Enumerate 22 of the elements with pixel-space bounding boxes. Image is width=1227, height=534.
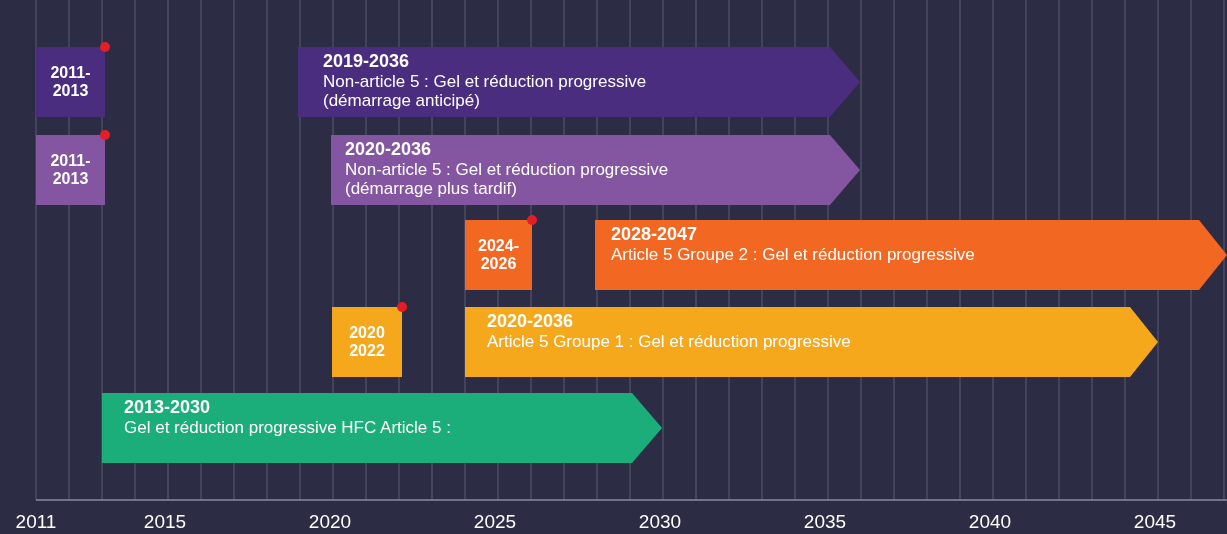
axis-year-label: 2020 <box>308 511 352 533</box>
period-heading: 2020-2036 <box>487 311 574 331</box>
period-heading: 2020-2036 <box>345 139 432 159</box>
period-heading: 2028-2047 <box>611 224 698 244</box>
period-years: 2020 2022 <box>348 324 386 360</box>
axis-year-label: 2011 <box>15 511 57 533</box>
period-heading: 2019-2036 <box>323 51 410 71</box>
axis-year-label: 2035 <box>803 511 847 533</box>
period-years: 2011-2013 <box>49 64 92 100</box>
measure-text: Article 5 Groupe 1 : Gel et réduction progressive <box>487 332 852 351</box>
axis-year-label: 2030 <box>638 511 682 533</box>
measure-text: Non-article 5 : Gel et réduction progressive (démarrage anticipé) <box>323 72 648 110</box>
axis-year-label: 2025 <box>473 511 517 533</box>
measure-text: Article 5 Groupe 2 : Gel et réduction progressive <box>611 245 976 264</box>
measure-text: Gel et réduction progressive HFC Article 5 : <box>124 418 452 437</box>
axis-year-label: 2015 <box>143 511 187 533</box>
period-heading: 2013-2030 <box>124 397 211 417</box>
period-years: 2024-2026 <box>477 237 520 273</box>
measure-text: Non-article 5 : Gel et réduction progressive (démarrage plus tardif) <box>345 160 670 198</box>
axis-year-label: 2045 <box>1133 511 1177 533</box>
period-years: 2011-2013 <box>49 152 92 188</box>
axis-year-label: 2040 <box>968 511 1012 533</box>
